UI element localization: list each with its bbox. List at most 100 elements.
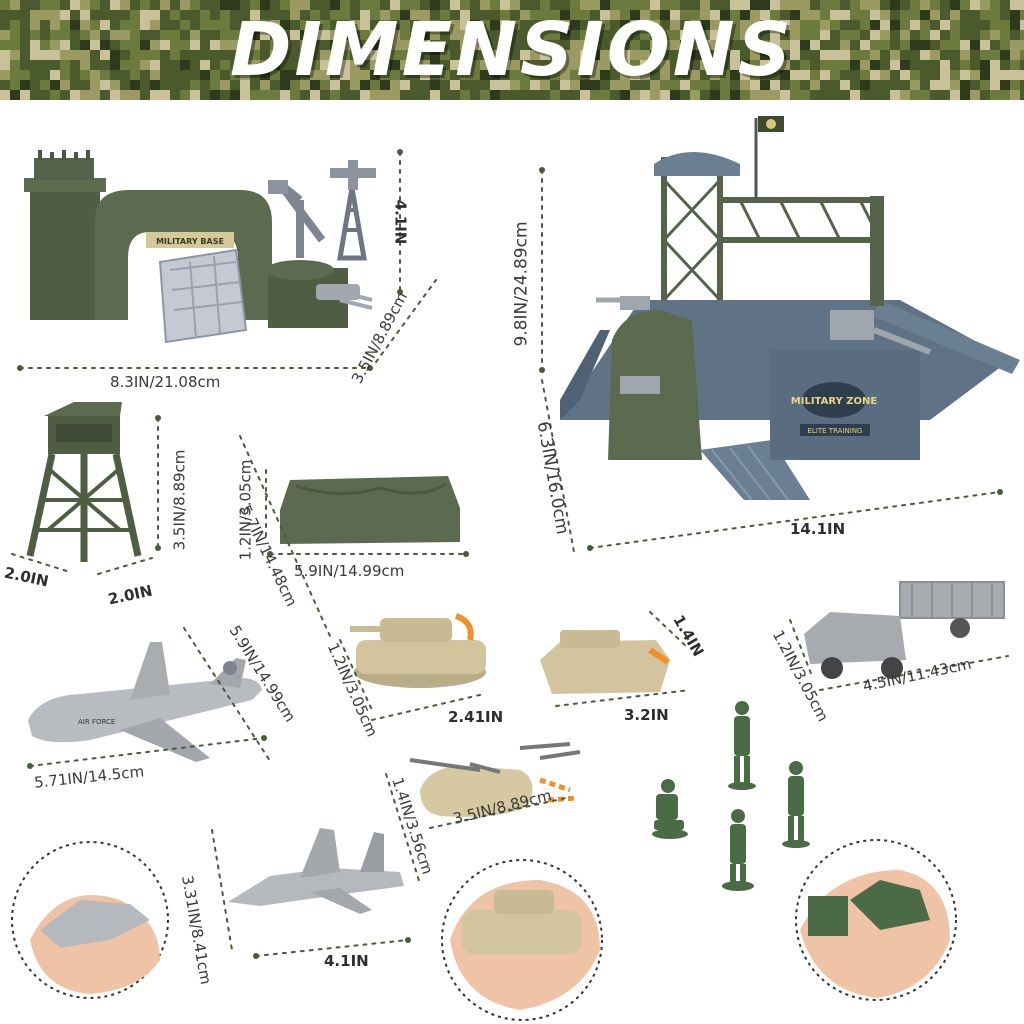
camo-pixel: [100, 90, 110, 100]
military-base-icon: MILITARY BASE: [24, 150, 376, 344]
camo-pixel: [290, 70, 300, 80]
camo-pixel: [1020, 90, 1024, 100]
camo-pixel: [160, 0, 170, 10]
camo-pixel: [910, 20, 920, 30]
camo-pixel: [720, 80, 730, 90]
camo-pixel: [340, 50, 350, 60]
camo-pixel: [380, 80, 390, 90]
camo-pixel: [320, 50, 330, 60]
camo-pixel: [410, 10, 420, 20]
camo-pixel: [560, 30, 570, 40]
camo-pixel: [850, 10, 860, 20]
camo-pixel: [810, 60, 820, 70]
camo-pixel: [380, 10, 390, 20]
camo-pixel: [70, 10, 80, 20]
camo-pixel: [710, 80, 720, 90]
camo-pixel: [540, 40, 550, 50]
camo-pixel: [610, 60, 620, 70]
camo-pixel: [420, 30, 430, 40]
camo-pixel: [580, 50, 590, 60]
camo-pixel: [460, 80, 470, 90]
camo-pixel: [980, 10, 990, 20]
camo-pixel: [460, 30, 470, 40]
camo-pixel: [240, 10, 250, 20]
camo-pixel: [720, 70, 730, 80]
camo-pixel: [550, 90, 560, 100]
camo-pixel: [750, 90, 760, 100]
camo-pixel: [150, 50, 160, 60]
camo-pixel: [30, 20, 40, 30]
camo-pixel: [710, 60, 720, 70]
camo-pixel: [750, 70, 760, 80]
camo-pixel: [770, 50, 780, 60]
camo-pixel: [740, 60, 750, 70]
camo-pixel: [430, 60, 440, 70]
camo-pixel: [40, 20, 50, 30]
page-title: DIMENSIONS: [229, 7, 795, 93]
camo-pixel: [530, 0, 540, 10]
camo-pixel: [500, 80, 510, 90]
camo-pixel: [780, 20, 790, 30]
camo-pixel: [970, 70, 980, 80]
camo-pixel: [560, 10, 570, 20]
camo-pixel: [920, 80, 930, 90]
camo-pixel: [480, 40, 490, 50]
camo-pixel: [810, 0, 820, 10]
camo-pixel: [940, 70, 950, 80]
camo-pixel: [650, 30, 660, 40]
camo-pixel: [950, 50, 960, 60]
camo-pixel: [710, 10, 720, 20]
camo-pixel: [830, 60, 840, 70]
camo-pixel: [550, 30, 560, 40]
camo-pixel: [130, 60, 140, 70]
camo-pixel: [650, 40, 660, 50]
camo-pixel: [700, 40, 710, 50]
camo-pixel: [730, 30, 740, 40]
jeep-trailer-icon: [804, 581, 1005, 679]
camo-pixel: [150, 60, 160, 70]
camo-pixel: [940, 80, 950, 90]
camo-pixel: [310, 40, 320, 50]
camo-pixel: [700, 30, 710, 40]
camo-pixel: [450, 50, 460, 60]
camo-pixel: [1010, 40, 1020, 50]
base-width-label: 8.3IN/21.08cm: [110, 373, 221, 391]
camo-pixel: [710, 30, 720, 40]
camo-pixel: [720, 90, 730, 100]
camo-pixel: [210, 80, 220, 90]
camo-pixel: [770, 60, 780, 70]
camo-pixel: [940, 10, 950, 20]
camo-pixel: [890, 20, 900, 30]
camo-pixel: [540, 10, 550, 20]
camo-pixel: [380, 90, 390, 100]
camo-pixel: [150, 10, 160, 20]
camo-pixel: [980, 0, 990, 10]
camo-pixel: [200, 50, 210, 60]
camo-pixel: [500, 60, 510, 70]
camo-pixel: [890, 50, 900, 60]
camo-pixel: [220, 90, 230, 100]
camo-pixel: [610, 10, 620, 20]
camo-pixel: [180, 0, 190, 10]
tank2-height-line: [649, 611, 689, 649]
camo-pixel: [730, 80, 740, 90]
camo-pixel: [880, 80, 890, 90]
camo-pixel: [870, 10, 880, 20]
camo-pixel: [410, 50, 420, 60]
camo-pixel: [480, 10, 490, 20]
camo-pixel: [300, 80, 310, 90]
camo-pixel: [200, 80, 210, 90]
camo-pixel: [670, 0, 680, 10]
camo-pixel: [440, 20, 450, 30]
camo-pixel: [240, 40, 250, 50]
helicopter-icon: [409, 742, 581, 817]
camo-pixel: [540, 90, 550, 100]
camo-pixel: [870, 60, 880, 70]
camo-pixel: [370, 70, 380, 80]
camo-pixel: [490, 40, 500, 50]
camo-pixel: [250, 60, 260, 70]
camo-pixel: [320, 40, 330, 50]
camo-pixel: [720, 10, 730, 20]
camo-pixel: [990, 90, 1000, 100]
military-base-sign: MILITARY BASE: [156, 237, 224, 246]
